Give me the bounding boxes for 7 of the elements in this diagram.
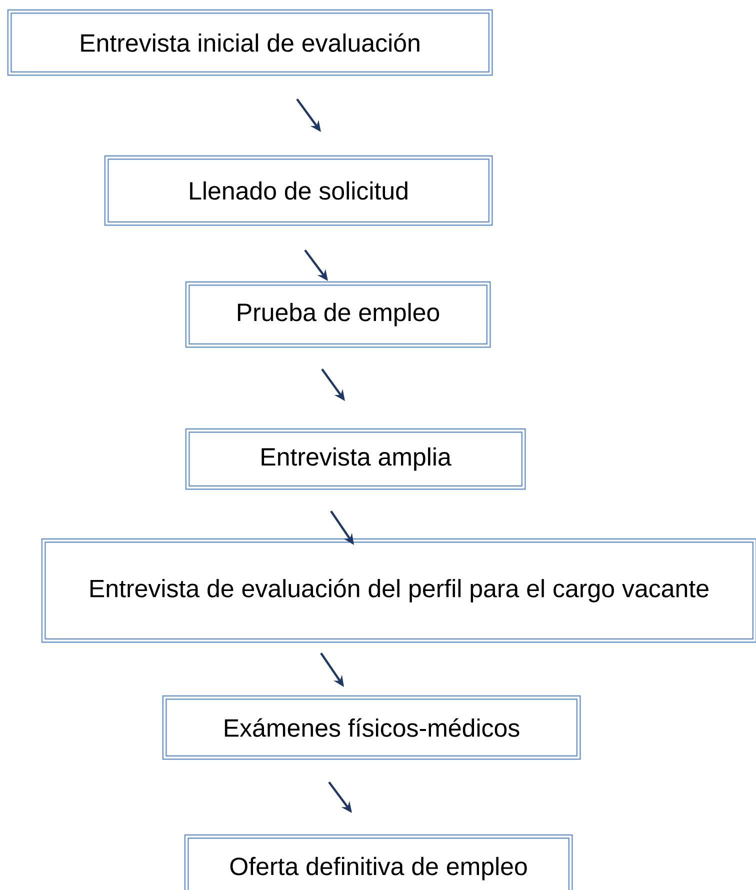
process-box: Oferta definitiva de empleo [184,834,573,890]
process-box: Exámenes físicos-médicos [162,695,581,760]
process-box: Entrevista amplia [185,428,526,490]
process-box: Prueba de empleo [185,281,491,348]
process-box: Entrevista inicial de evaluación [7,9,493,76]
process-box: Entrevista de evaluación del perfil para el cargo vacante [41,538,756,643]
process-box: Llenado de solicitud [104,155,493,226]
